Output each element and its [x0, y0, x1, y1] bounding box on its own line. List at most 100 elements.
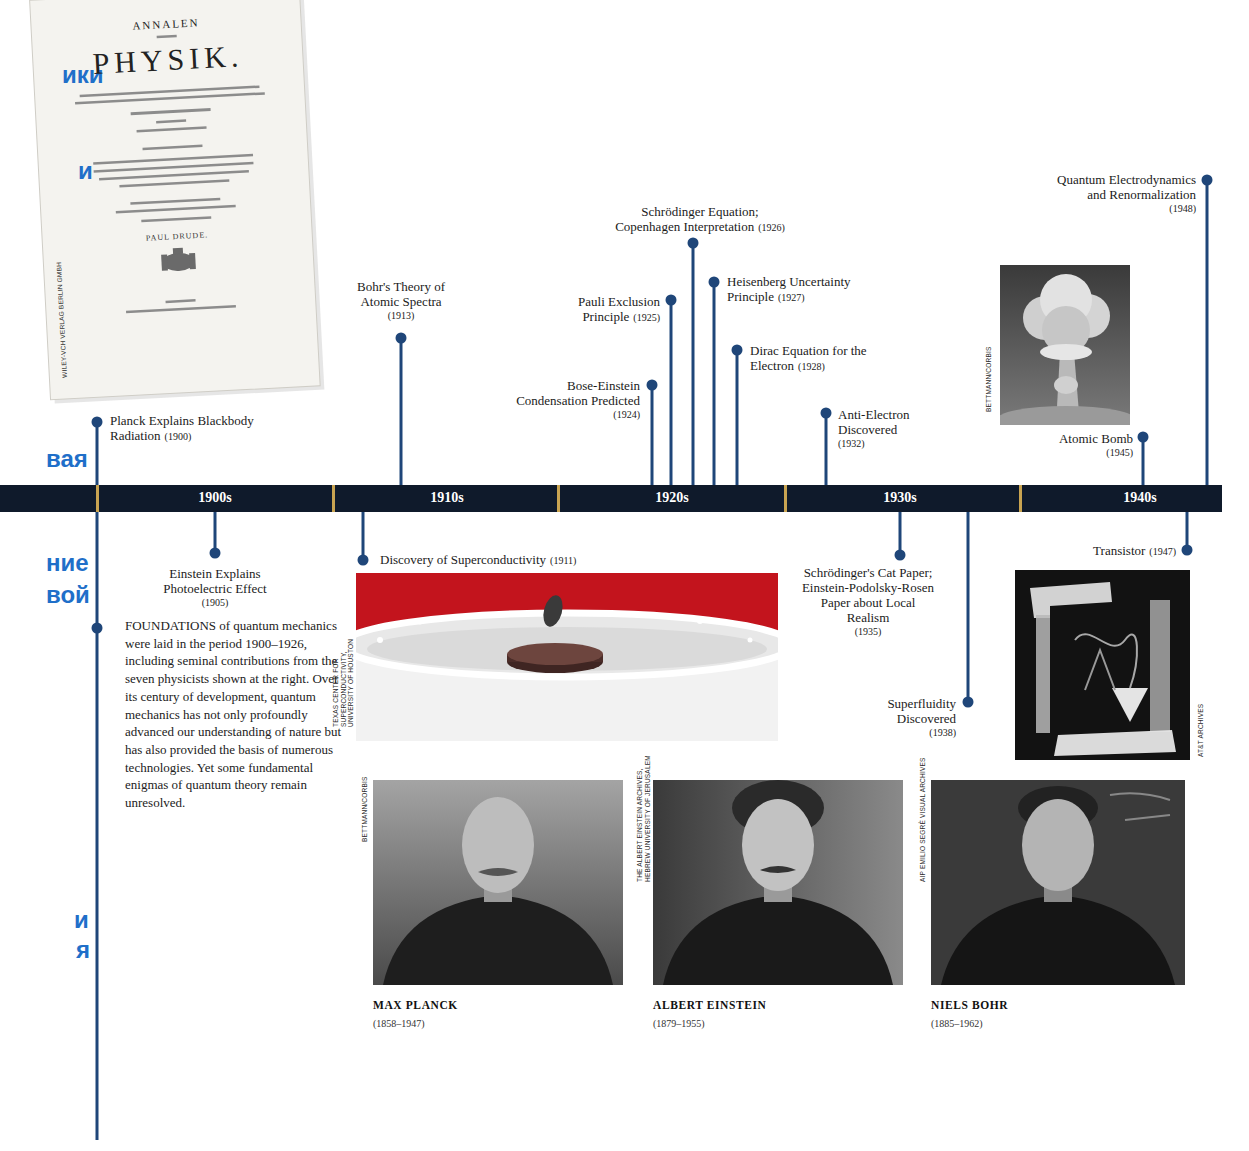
journal-cover	[94, 162, 254, 173]
event-stem	[1206, 180, 1209, 485]
transistor-photo	[1030, 582, 1112, 618]
label-text: 1930s	[883, 490, 916, 505]
transistor-photo	[1085, 650, 1115, 690]
journal-cover	[30, 0, 321, 400]
event-dot	[396, 333, 407, 344]
label-text: я	[76, 936, 90, 963]
year-label: (1913)	[346, 309, 456, 322]
label-text: ALBERT EINSTEIN	[653, 999, 767, 1011]
event-label: Anti-Electron Discovered(1932)	[838, 407, 928, 450]
timeline-bar	[0, 485, 1222, 512]
portrait-photo	[1022, 799, 1094, 891]
journal-cover	[166, 299, 196, 303]
bomb-photo	[1000, 406, 1130, 425]
event-stem	[899, 512, 902, 555]
label-text: BETTMANN/CORBIS	[361, 777, 368, 842]
photo-credit: BETTMANN/CORBIS	[361, 777, 369, 842]
bomb-photo	[1040, 344, 1092, 360]
label-text: Quantum Electrodynamics and Renormalizat…	[1057, 172, 1196, 202]
journal-cover	[130, 198, 220, 205]
person-name: ALBERT EINSTEIN	[653, 998, 767, 1012]
portrait-photo	[941, 895, 1175, 985]
event-dot	[688, 238, 699, 249]
decade-label: 1940s	[1123, 490, 1156, 506]
label-text: PAUL DRUDE.	[146, 230, 209, 242]
life-dates: (1879–1955)	[653, 1018, 705, 1030]
year-label: (1932)	[838, 437, 928, 450]
year-label: (1945)	[1033, 446, 1133, 459]
portrait-photo	[373, 780, 623, 985]
event-label: Schrödinger's Cat Paper; Einstein-Podols…	[799, 565, 937, 638]
decade-label: 1920s	[655, 490, 688, 506]
label-text: MAX PLANCK	[373, 999, 458, 1011]
decade-label: 1930s	[883, 490, 916, 506]
fragment-text: я	[76, 937, 90, 963]
decade-label: 1900s	[198, 490, 231, 506]
superconductor-photo	[356, 573, 778, 741]
transistor-photo	[1112, 688, 1148, 722]
journal-cover	[173, 248, 183, 255]
event-dot	[963, 697, 974, 708]
event-label: Einstein Explains Photoelectric Effect(1…	[145, 566, 285, 609]
decade-tick	[96, 485, 1022, 512]
event-stem	[214, 512, 217, 553]
event-label: Discovery of Superconductivity (1911)	[380, 552, 576, 568]
journal-cover	[119, 179, 229, 187]
superconductor-photo	[468, 614, 472, 618]
caption-text: FOUNDATIONS of quantum mechanics were la…	[125, 617, 347, 812]
journal-cover	[93, 154, 253, 165]
label-text: 1940s	[1123, 490, 1156, 505]
event-label: Bose-Einstein Condensation Predicted(192…	[500, 378, 640, 421]
superconductor-photo	[377, 612, 753, 643]
person-name: MAX PLANCK	[373, 998, 458, 1012]
event-dot	[1182, 545, 1193, 556]
transistor-photo	[1054, 730, 1176, 756]
event-stem	[362, 512, 365, 560]
photo-credit: THE ALBERT EINSTEIN ARCHIVES, HEBREW UNI…	[636, 742, 651, 882]
event-label: Atomic Bomb(1945)	[1033, 431, 1133, 459]
label-text: Einstein Explains Photoelectric Effect	[163, 566, 266, 596]
event-label: Schrödinger Equation; Copenhagen Interpr…	[613, 204, 788, 235]
event-dot	[1202, 175, 1213, 186]
journal-cover	[30, 0, 325, 404]
event-dot	[647, 380, 658, 391]
event-dot	[709, 277, 720, 288]
event-dot	[92, 623, 103, 634]
label-text: 1900s	[198, 490, 231, 505]
event-dot	[210, 548, 221, 559]
portrait-photo	[373, 780, 1185, 985]
journal-cover	[162, 252, 195, 272]
journal-cover	[156, 119, 186, 123]
year-label: (1935)	[799, 625, 937, 638]
journal-cover	[137, 126, 207, 132]
superconductor-photo	[507, 643, 603, 665]
portrait-photo	[462, 797, 534, 893]
life-dates: (1885–1962)	[931, 1018, 983, 1030]
superconductor-photo	[418, 620, 423, 625]
journal-cover	[75, 92, 265, 104]
label-text: (1885–1962)	[931, 1018, 983, 1029]
event-dot	[92, 417, 103, 428]
portrait-photo	[653, 780, 903, 985]
event-stem	[1142, 437, 1145, 485]
event-dot	[666, 295, 677, 306]
event-stem	[1186, 512, 1189, 550]
life-dates: (1858–1947)	[373, 1018, 425, 1030]
label-text: Discovery of Superconductivity	[380, 552, 546, 567]
event-stem	[967, 512, 970, 702]
event-label: Heisenberg Uncertainty Principle(1927)	[727, 274, 877, 305]
label-text: Bose-Einstein Condensation Predicted	[516, 378, 640, 408]
year-label: (1905)	[145, 596, 285, 609]
year-label: (1911)	[550, 555, 576, 566]
person-name: NIELS BOHR	[931, 998, 1008, 1012]
superconductor-photo	[748, 638, 753, 643]
portrait-photo	[1110, 793, 1170, 820]
fragment-text: и	[78, 158, 93, 184]
superconductor-photo	[367, 627, 767, 671]
fragment-text: ние	[46, 550, 89, 576]
label-text: Schrödinger's Cat Paper; Einstein-Podols…	[802, 565, 934, 625]
fragment-text: вой	[46, 582, 90, 608]
journal-cover	[161, 254, 168, 270]
journal-cover	[142, 144, 202, 150]
decade-tick	[1019, 485, 1022, 512]
